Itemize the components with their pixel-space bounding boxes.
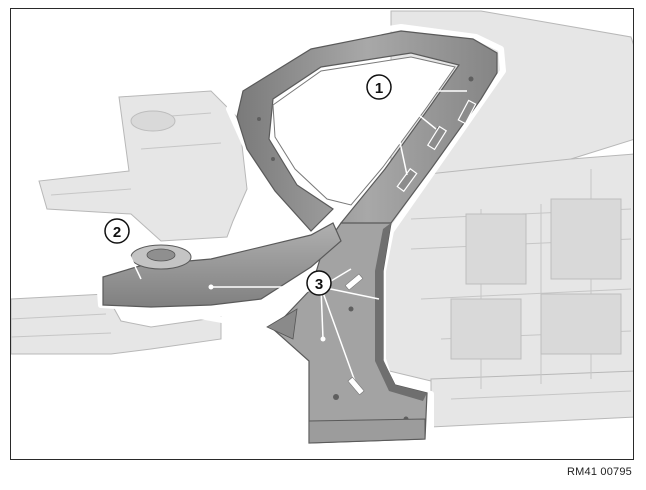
figure-reference-code: RM41 00795 <box>567 466 632 478</box>
sill-edge <box>308 418 426 444</box>
windshield-opening <box>272 56 456 206</box>
leader-lines <box>122 90 467 388</box>
callout-3: 3 <box>306 270 332 296</box>
leader-dots <box>208 284 326 342</box>
svg-text:2: 2 <box>113 224 121 241</box>
figure-frame: 1 2 3 <box>10 8 634 460</box>
item-3-strips <box>344 273 365 396</box>
part-outline <box>96 24 506 452</box>
body-structure-illustration: 1 2 3 <box>11 10 633 452</box>
callout-1: 1 <box>366 74 392 100</box>
item-1-strips <box>396 99 477 193</box>
svg-text:1: 1 <box>375 80 383 97</box>
ghost-floor-panels <box>130 110 622 360</box>
callout-2: 2 <box>104 218 130 244</box>
reinforcement-gusset <box>266 308 298 340</box>
upper-side-rail <box>102 222 342 308</box>
svg-text:3: 3 <box>315 276 323 293</box>
